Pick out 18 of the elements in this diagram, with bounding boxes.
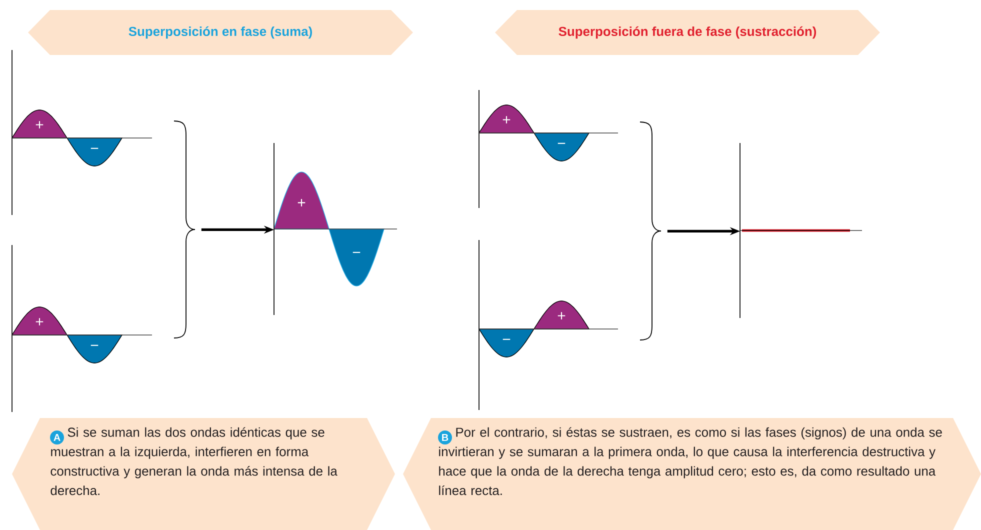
sign-label: − <box>352 252 360 253</box>
sign-label: − <box>502 338 510 340</box>
title-banner: Superposición en fase (suma) <box>28 10 413 55</box>
curly-brace <box>174 120 196 338</box>
sign-label: − <box>90 148 98 149</box>
sign-label: + <box>298 199 306 206</box>
sign-label: − <box>90 344 98 346</box>
sign-label: + <box>36 318 44 326</box>
letter-badge: A <box>50 430 64 444</box>
sign-label: + <box>36 121 44 128</box>
title-banner: Superposición fuera de fase (sustracción) <box>495 10 880 55</box>
sign-label: + <box>558 312 566 320</box>
flat-wave-drawing <box>740 142 862 318</box>
wave-drawing <box>274 142 398 316</box>
curly-brace <box>640 122 662 340</box>
sign-label: − <box>558 142 566 144</box>
sign-label: + <box>502 116 510 124</box>
letter-badge: B <box>438 430 452 444</box>
